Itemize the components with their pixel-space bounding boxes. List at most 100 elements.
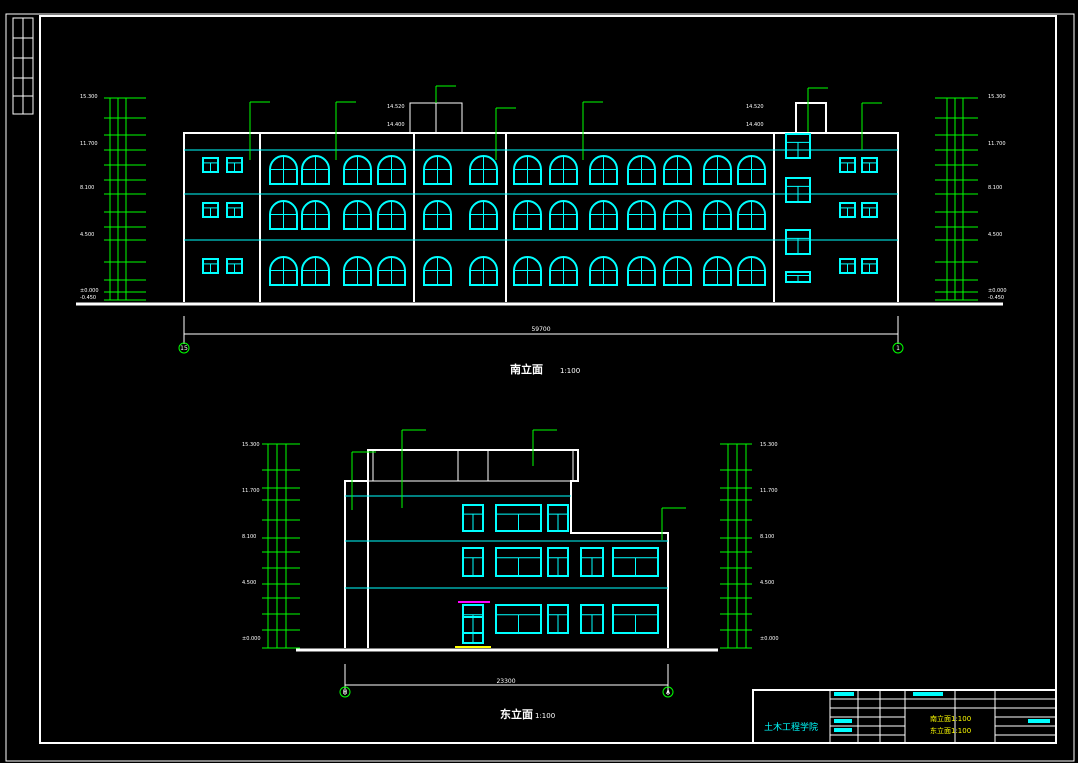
south-window [839, 202, 856, 218]
south-elevation-scale: 1:100 [560, 367, 580, 375]
south-arched-window [513, 155, 542, 185]
axis-bubble-H [339, 686, 351, 698]
level-l4-left: 11.700 [80, 141, 98, 147]
south-elevation-title: 南立面 [510, 362, 543, 376]
south-arched-window [627, 155, 656, 185]
parapet-bottom-label: 14.400 [387, 122, 405, 128]
stair-window [785, 229, 811, 255]
axis-label-1: 1 [896, 345, 900, 352]
south-window [839, 258, 856, 274]
east-window [462, 504, 484, 532]
axis-bubble-15 [178, 342, 190, 354]
south-arched-window [343, 200, 372, 230]
east-window [495, 547, 542, 577]
axis-bubble-A [662, 686, 674, 698]
south-arched-window [377, 200, 406, 230]
south-arched-window [663, 200, 692, 230]
inner-frame [39, 15, 1057, 744]
east-dimension-ticks [262, 443, 752, 649]
title-block-east-note: 东立面1:100 [930, 726, 971, 735]
south-arched-window [627, 256, 656, 286]
south-elevation: 59700 15 1 南立面 1:100 15.300 11.700 8.100… [76, 85, 1007, 376]
south-arched-window [663, 155, 692, 185]
south-dimension-ticks [104, 97, 978, 301]
level-l3-right: 8.100 [988, 185, 1002, 191]
south-arched-window [423, 256, 452, 286]
east-window [547, 547, 569, 577]
east-windows [462, 504, 659, 634]
south-arched-window [549, 155, 578, 185]
south-arched-window [513, 200, 542, 230]
stair-window [785, 177, 811, 203]
south-window [226, 157, 243, 173]
south-arched-window [301, 155, 330, 185]
east-level-roof-right: 15.300 [760, 442, 778, 448]
east-window [580, 604, 604, 634]
south-arched-window [377, 155, 406, 185]
east-level-l4-right: 11.700 [760, 488, 778, 494]
east-level-ground-right: ±0.000 [760, 636, 779, 642]
south-arched-window [549, 256, 578, 286]
parapet-bottom-label-right: 14.400 [746, 122, 764, 128]
east-building-outline [344, 449, 669, 648]
axis-label-A: A [666, 689, 671, 696]
east-floor-lines [345, 495, 668, 589]
south-window [226, 258, 243, 274]
level-l3-left: 8.100 [80, 185, 94, 191]
east-window [612, 604, 659, 634]
south-arched-window [343, 155, 372, 185]
south-arched-window [301, 256, 330, 286]
south-arched-window [589, 256, 618, 286]
south-arched-window [269, 155, 298, 185]
south-arched-window [703, 155, 732, 185]
title-block-south-note: 南立面1:100 [930, 714, 971, 723]
parapet-top-label: 14.520 [387, 104, 405, 110]
south-arched-window [737, 155, 766, 185]
south-window [202, 258, 219, 274]
east-level-roof-left: 15.300 [242, 442, 260, 448]
south-window [861, 157, 878, 173]
south-window [861, 258, 878, 274]
south-arched-window [469, 256, 498, 286]
south-arched-window [423, 200, 452, 230]
south-arched-window [513, 256, 542, 286]
parapet-top-label-right: 14.520 [746, 104, 764, 110]
south-arched-window [627, 200, 656, 230]
east-level-l3-right: 8.100 [760, 534, 774, 540]
south-arched-window [343, 256, 372, 286]
east-window [495, 504, 542, 532]
south-arched-window [737, 256, 766, 286]
level-roof-left: 15.300 [80, 94, 98, 100]
axis-bubble-1 [892, 342, 904, 354]
south-arched-window [737, 200, 766, 230]
axis-label-H: H [343, 689, 348, 696]
south-dimension-chains [109, 98, 964, 300]
east-level-l2-left: 4.500 [242, 580, 256, 586]
title-block: 土木工程学院 南立面1:100 东立面1:100 [752, 689, 1057, 744]
east-window [547, 604, 569, 634]
south-arched-window [469, 155, 498, 185]
east-window [580, 547, 604, 577]
south-arched-window [589, 200, 618, 230]
east-level-l2-right: 4.500 [760, 580, 774, 586]
south-east-wing [773, 102, 899, 302]
east-elevation: 15.300 11.700 8.100 4.500 ±0.000 15.300 … [242, 429, 779, 721]
south-windows [202, 133, 878, 286]
south-leaders [249, 85, 882, 160]
south-arched-window [703, 256, 732, 286]
level-ground-left: ±0.000 [80, 288, 99, 294]
binding-strip [12, 17, 34, 115]
level-neg-right: -0.450 [988, 295, 1004, 301]
east-window [495, 604, 542, 634]
outer-frame [5, 13, 1075, 762]
east-elevation-scale: 1:100 [535, 712, 555, 720]
south-window [202, 202, 219, 218]
south-window [226, 202, 243, 218]
level-neg-left: -0.450 [80, 295, 96, 301]
stair-window [785, 271, 811, 283]
south-window [202, 157, 219, 173]
east-total-dim: 23300 [496, 678, 515, 685]
east-elevation-title: 东立面 [500, 707, 533, 721]
south-window [861, 202, 878, 218]
